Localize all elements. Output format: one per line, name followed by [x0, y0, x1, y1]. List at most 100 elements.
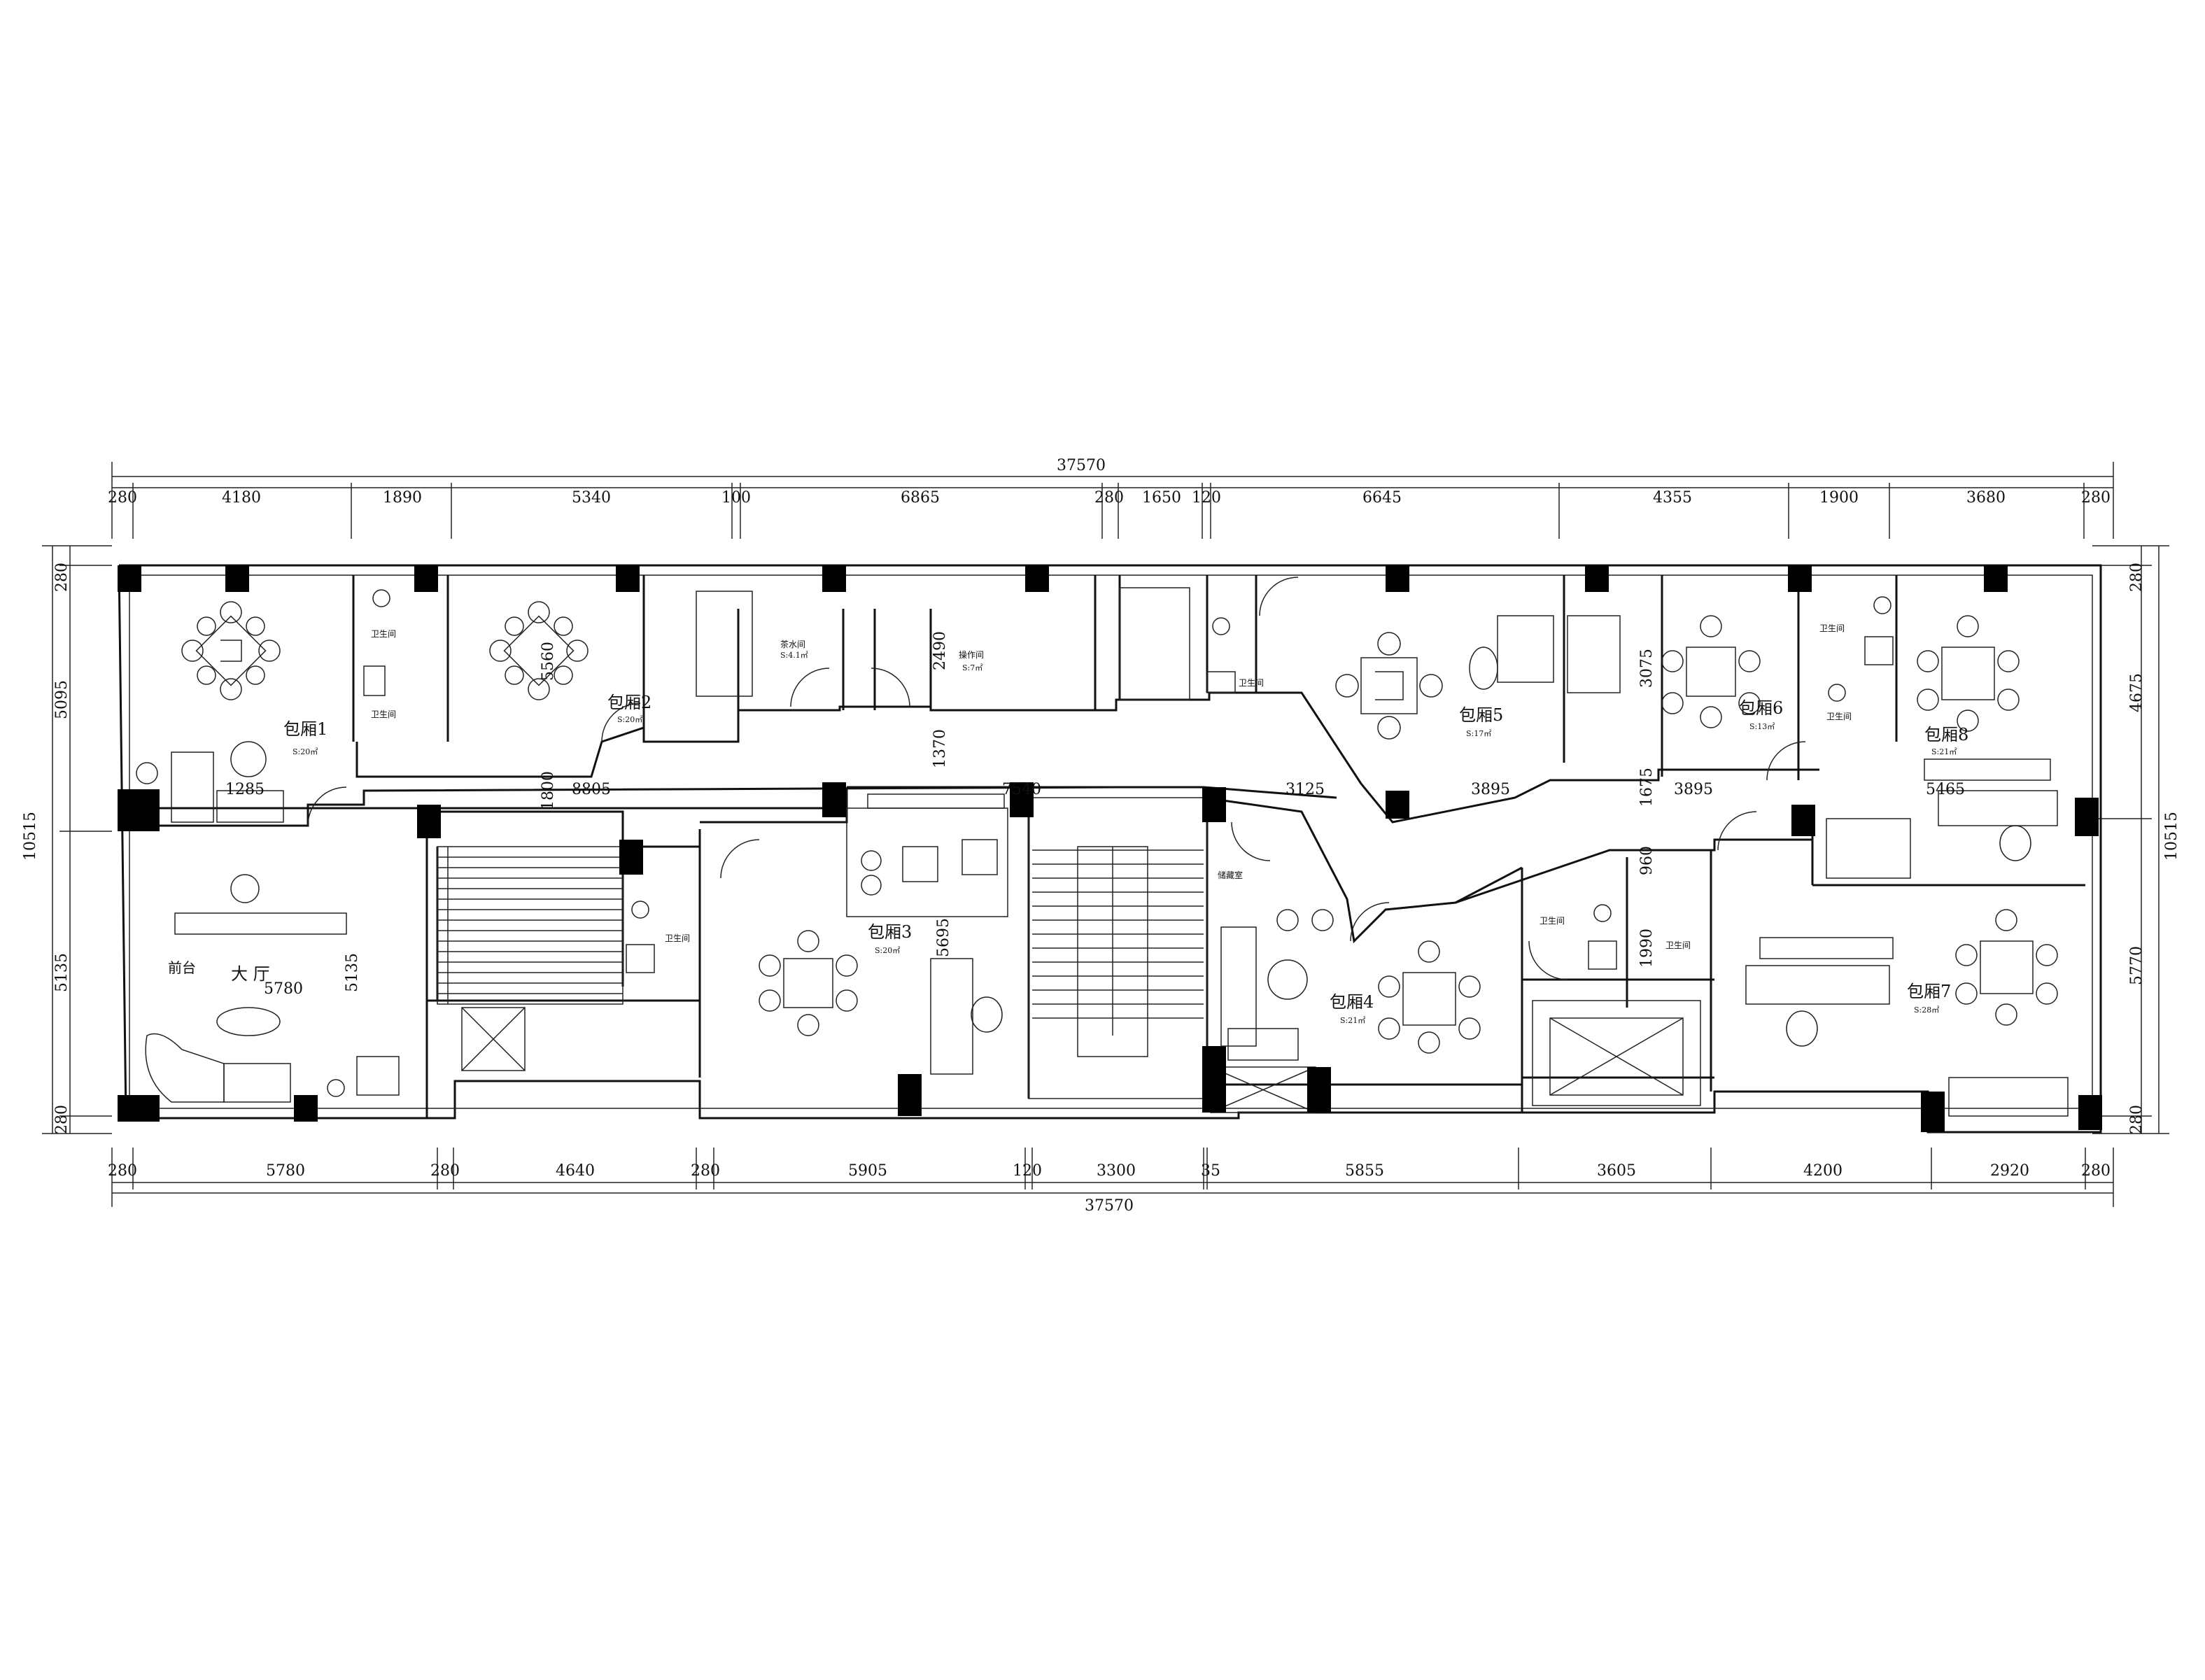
dim-interior: 1675: [1638, 768, 1656, 807]
dim-left: 10515: [22, 812, 39, 861]
dim-interior: 5560: [540, 642, 557, 681]
dim-bottom: 3605: [1597, 1162, 1636, 1180]
dim-bottom: 5905: [848, 1162, 887, 1180]
dim-top: 1650: [1142, 489, 1181, 507]
room-name-r4: 包厢4: [1330, 992, 1374, 1012]
dim-left: 280: [53, 1105, 71, 1134]
dim-interior: 1990: [1638, 929, 1656, 968]
room-area-r3: S:20㎡: [875, 946, 900, 955]
dim-top: 280: [1094, 489, 1124, 507]
stairs-left: [437, 846, 624, 1005]
dining-set-r4: [1220, 909, 1481, 1061]
dim-interior: 1370: [931, 729, 949, 768]
dim-interior: 5780: [264, 980, 303, 998]
room-name-r2: 包厢2: [607, 693, 651, 712]
dining-set-r1: [181, 601, 281, 700]
dining-set-r8: [1826, 615, 2058, 879]
room-name-wc2: 卫生间: [371, 710, 396, 719]
dim-top: 120: [1192, 489, 1221, 507]
dim-bottom: 280: [108, 1162, 137, 1180]
wc-fixtures: [363, 587, 1894, 973]
room-name-wc1: 卫生间: [371, 629, 396, 639]
dining-set-r3: [759, 793, 1008, 1075]
dim-interior: 5695: [935, 918, 952, 957]
room-name-wc8: 卫生间: [1665, 940, 1691, 950]
room-name-storage: 储藏室: [1218, 870, 1243, 880]
dim-top: 280: [2081, 489, 2111, 507]
room-area-r1: S:20㎡: [293, 747, 318, 756]
room-name-wc4: 卫生间: [1819, 623, 1845, 633]
dim-interior: 3125: [1285, 781, 1325, 798]
dim-top: 4355: [1653, 489, 1692, 507]
room-name-tea: 茶水间: [780, 639, 805, 649]
dim-left: 5095: [53, 680, 71, 719]
room-name-wc3: 卫生间: [1239, 678, 1264, 688]
room-name-wc7: 卫生间: [1540, 916, 1565, 926]
dim-interior: 1800: [540, 771, 557, 810]
room-area-r8: S:21㎡: [1931, 747, 1957, 756]
room-area-r2: S:20㎡: [617, 715, 642, 724]
dim-interior: 5135: [344, 953, 361, 992]
dim-interior: 8805: [572, 781, 611, 798]
room-name-reception: 前台: [168, 959, 196, 976]
dim-bottom: 35: [1201, 1162, 1220, 1180]
walls: [118, 564, 2102, 1134]
room-labels: 包厢1 S:20㎡ 包厢2 S:20㎡ 茶水间 S:4.1㎡ 操作间 S:7㎡ …: [168, 623, 1968, 1025]
dim-interior: 3895: [1674, 781, 1713, 798]
dim-interior: 3075: [1638, 649, 1656, 688]
dimension-lines: [42, 462, 2169, 1207]
dim-bottom: 280: [691, 1162, 720, 1180]
dining-set-r7: [1745, 909, 2069, 1117]
dim-bottom: 4200: [1803, 1162, 1843, 1180]
dim-overall-bottom: 37570: [1085, 1197, 1134, 1215]
dim-bottom: 5855: [1345, 1162, 1384, 1180]
dining-set-r2: [489, 601, 589, 700]
room-area-r7: S:28㎡: [1914, 1005, 1939, 1015]
room-name-wc6: 卫生间: [665, 933, 690, 943]
room-name-hall: 大 厅: [231, 964, 270, 984]
room-area-r5: S:17㎡: [1466, 729, 1491, 738]
door-swings: [307, 577, 1806, 980]
dim-top: 4180: [222, 489, 261, 507]
room-area-r4: S:21㎡: [1340, 1016, 1365, 1025]
dim-bottom: 4640: [556, 1162, 595, 1180]
stairs-center: [1028, 797, 1208, 1099]
dim-top: 6865: [901, 489, 940, 507]
room-name-r1: 包厢1: [283, 719, 327, 739]
dim-interior: 1285: [225, 781, 265, 798]
dim-interior: 3895: [1471, 781, 1510, 798]
dim-bottom: 280: [2081, 1162, 2111, 1180]
dim-top: 280: [108, 489, 137, 507]
dim-right: 280: [2128, 1105, 2146, 1134]
dim-interior: 5465: [1926, 781, 1965, 798]
dim-bottom: 120: [1013, 1162, 1042, 1180]
dim-top: 100: [721, 489, 751, 507]
dim-bottom: 3300: [1097, 1162, 1136, 1180]
dim-left: 5135: [53, 953, 71, 992]
dim-right: 280: [2128, 563, 2146, 592]
room-name-ops: 操作间: [959, 649, 984, 660]
structural-columns: [118, 565, 2102, 1132]
room-name-r3: 包厢3: [868, 922, 912, 942]
dim-bottom: 5780: [266, 1162, 305, 1180]
dim-interior: 2490: [931, 631, 949, 670]
dim-interior: 960: [1638, 846, 1656, 875]
dim-top: 6645: [1362, 489, 1402, 507]
dim-top: 1900: [1819, 489, 1859, 507]
dim-top: 1890: [383, 489, 422, 507]
room-name-r6: 包厢6: [1739, 698, 1783, 718]
dim-right: 10515: [2163, 812, 2181, 861]
room-area-r6: S:13㎡: [1749, 722, 1775, 731]
dim-overall-top: 37570: [1057, 457, 1106, 474]
dim-top: 5340: [572, 489, 611, 507]
room-name-r8: 包厢8: [1924, 725, 1968, 744]
room-area-ops: S:7㎡: [962, 663, 982, 672]
room-name-r5: 包厢5: [1459, 705, 1503, 725]
dim-interior: 7540: [1002, 781, 1041, 798]
dim-left: 280: [53, 563, 71, 592]
dim-bottom: 280: [430, 1162, 460, 1180]
interior-dimensions: 5560 2490 1370 8805 1800 7540 3125 3895 …: [225, 631, 1965, 998]
room-name-wc5: 卫生间: [1826, 712, 1852, 721]
dining-set-r6: [1661, 615, 1761, 728]
